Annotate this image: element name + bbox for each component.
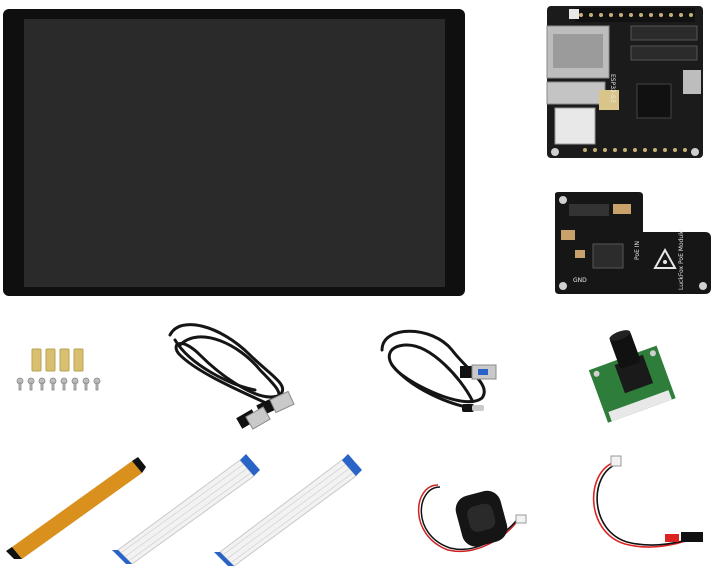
wifi-module — [554, 107, 596, 145]
jumper-connector-red — [665, 534, 679, 542]
display-screen — [24, 19, 445, 287]
ffc-cable-white-1 — [112, 454, 260, 564]
speaker — [417, 484, 527, 553]
camera-module — [588, 330, 676, 423]
ffc-cable-orange — [6, 457, 146, 559]
usb-c-port — [683, 70, 701, 94]
jumper-connector-black — [681, 532, 703, 542]
usb-a-plug-2 — [236, 406, 271, 430]
esp32-mainboard: ESP32-S3 — [546, 6, 703, 158]
small-connector — [610, 455, 622, 467]
main-chip — [636, 83, 672, 119]
usb-c-cable — [380, 329, 497, 412]
top-pin-header — [575, 8, 695, 22]
poe-module: PoE IN GND LuckFox PoE Module — [555, 192, 711, 294]
standoffs-and-screws — [16, 348, 101, 391]
speaker-connector — [515, 514, 527, 524]
lcd-display — [3, 9, 465, 296]
silk-gnd: GND — [573, 277, 587, 284]
usb-a-plug — [460, 364, 497, 380]
screws — [16, 377, 101, 391]
brass-standoffs — [31, 348, 84, 372]
poe-logo — [653, 247, 677, 269]
usb-a-cable — [168, 323, 295, 430]
silk-brand: LuckFox PoE Module — [678, 229, 685, 290]
usb-c-plug — [462, 404, 484, 412]
ffc-cable-white-2 — [214, 454, 362, 567]
silk-poe-in: PoE IN — [634, 241, 641, 260]
usb-a-port — [546, 81, 606, 105]
svg-text:ESP32-S3: ESP32-S3 — [609, 74, 616, 103]
red-black-cable — [592, 455, 703, 548]
